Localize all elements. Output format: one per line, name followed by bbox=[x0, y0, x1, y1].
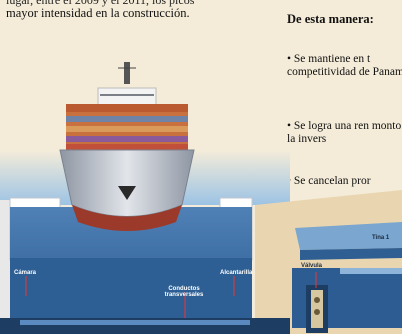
valve-gear-2 bbox=[314, 309, 320, 315]
bullet-competitividad: • Se mantiene en t competitividad de Pan… bbox=[287, 53, 402, 78]
conduit-pipe bbox=[340, 268, 402, 274]
bullet-cancelan: • Se cancelan pror bbox=[287, 175, 371, 187]
ship-hull-waterline bbox=[72, 205, 182, 231]
intro-text-line: mayor intensidad en la construcción. bbox=[6, 6, 190, 20]
label-tina: Tina 1 bbox=[372, 235, 390, 241]
intro-text-clipped: lugar, entre el 2009 y el 2011, los pico… bbox=[6, 0, 195, 7]
tina-basin-edge bbox=[300, 248, 402, 260]
label-camara: Cámara bbox=[14, 270, 37, 276]
container-stack bbox=[66, 104, 188, 150]
left-outer-wall bbox=[0, 200, 10, 334]
lock-bottom-water bbox=[10, 258, 252, 329]
bullet-rentabilidad: • Se logra una ren monto de la invers bbox=[287, 120, 402, 145]
bulbous-bow bbox=[118, 186, 136, 200]
label-alcantarilla: Alcantarilla bbox=[220, 270, 253, 276]
label-valvula: Válvula bbox=[301, 263, 323, 269]
ship-bridge bbox=[97, 87, 157, 107]
ship-hull bbox=[59, 149, 195, 217]
ship-mast bbox=[124, 62, 130, 84]
tina-basin bbox=[295, 222, 402, 250]
section-heading: De esta manera: bbox=[287, 12, 374, 26]
label-conductos: Conductos transversales bbox=[164, 286, 204, 298]
transverse-conduit bbox=[20, 320, 250, 325]
valve-gear bbox=[314, 297, 320, 303]
